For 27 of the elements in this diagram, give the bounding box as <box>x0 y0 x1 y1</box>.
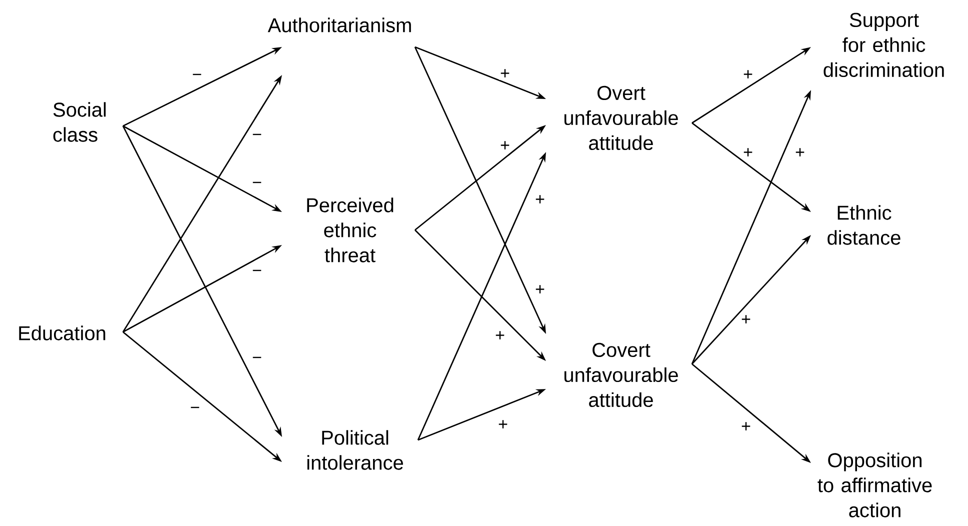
node-label: Opposition to affirmative action <box>818 452 932 518</box>
edge-label: − <box>251 356 263 364</box>
node-label: Education <box>19 326 106 340</box>
edge-label: − <box>251 268 263 278</box>
edge-label: + <box>534 284 546 296</box>
edge-label: + <box>742 69 754 81</box>
edge-label: + <box>497 419 509 431</box>
node-label: Support for ethnic discrimination <box>824 12 944 78</box>
node-label: Political intolerance <box>307 430 404 470</box>
edge-label: + <box>740 314 752 326</box>
edge-label: + <box>499 68 511 80</box>
edge-label: − <box>251 132 263 142</box>
edge-label: + <box>499 140 511 152</box>
edge-label: + <box>534 194 546 206</box>
edge-label: − <box>251 180 263 190</box>
edge-label: − <box>191 72 203 82</box>
edge-label: + <box>740 421 752 433</box>
edge-label: + <box>794 147 806 159</box>
node-label: Social class <box>53 102 106 142</box>
edge-label: + <box>742 147 754 159</box>
node-label: Perceived ethnic threat <box>307 198 394 262</box>
node-label: Overt unfavourable attitude <box>564 86 678 150</box>
edge-label: + <box>494 330 506 342</box>
node-label: Covert unfavourable attitude <box>564 342 678 408</box>
node-label: Authoritarianism <box>268 18 411 32</box>
edge-label: − <box>189 406 201 414</box>
node-label: Ethnic distance <box>828 205 900 245</box>
